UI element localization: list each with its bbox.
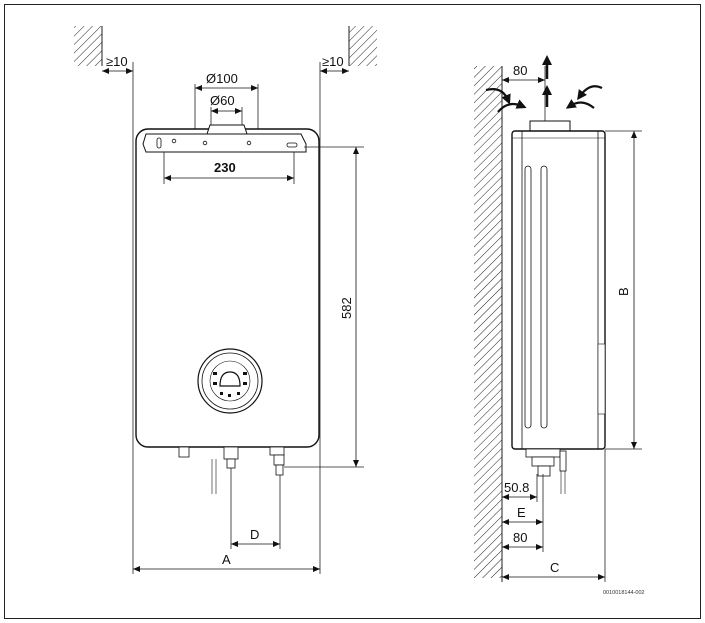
figure-frame: ≥10 ≥10 Ø100 Ø60 230 [4,4,701,619]
front-view: ≥10 ≥10 Ø100 Ø60 230 [74,26,377,574]
flue-outer-label: Ø100 [206,71,238,86]
dim-a-label: A [222,552,231,567]
intake-arrow-2 [497,99,527,113]
border [4,4,701,619]
flue-collar [206,124,248,135]
flue-inner-label: Ø60 [210,93,235,108]
dim-d-label: D [250,527,259,542]
intake-arrow-3 [577,85,603,101]
control-dial [197,348,263,414]
height-582-label: 582 [339,297,354,319]
dim-e-label: E [517,505,526,520]
mounting-bracket [142,133,307,153]
intake-arrow-1 [485,88,511,105]
clearance-right-label: ≥10 [322,54,344,69]
wall-side-hatch [474,66,502,578]
bracket-width-label: 230 [214,160,236,175]
intake-arrow-4 [565,99,595,109]
dim-80-bottom-label: 80 [513,530,527,545]
dim-b-label: B [616,287,631,296]
dim-50-8-label: 50.8 [504,480,529,495]
top-clearance-label: 80 [513,63,527,78]
figure-code: 0010018144-002 [603,590,645,596]
wall-left-hatch [74,26,102,66]
side-view: 80 B 50.8 [474,55,642,582]
wall-right-hatch [349,26,377,66]
dim-c-label: C [550,560,559,575]
bottom-connections [178,446,285,494]
installation-diagram: ≥10 ≥10 Ø100 Ø60 230 [4,4,701,619]
side-bottom-fittings [525,448,567,494]
clearance-left-label: ≥10 [106,54,128,69]
